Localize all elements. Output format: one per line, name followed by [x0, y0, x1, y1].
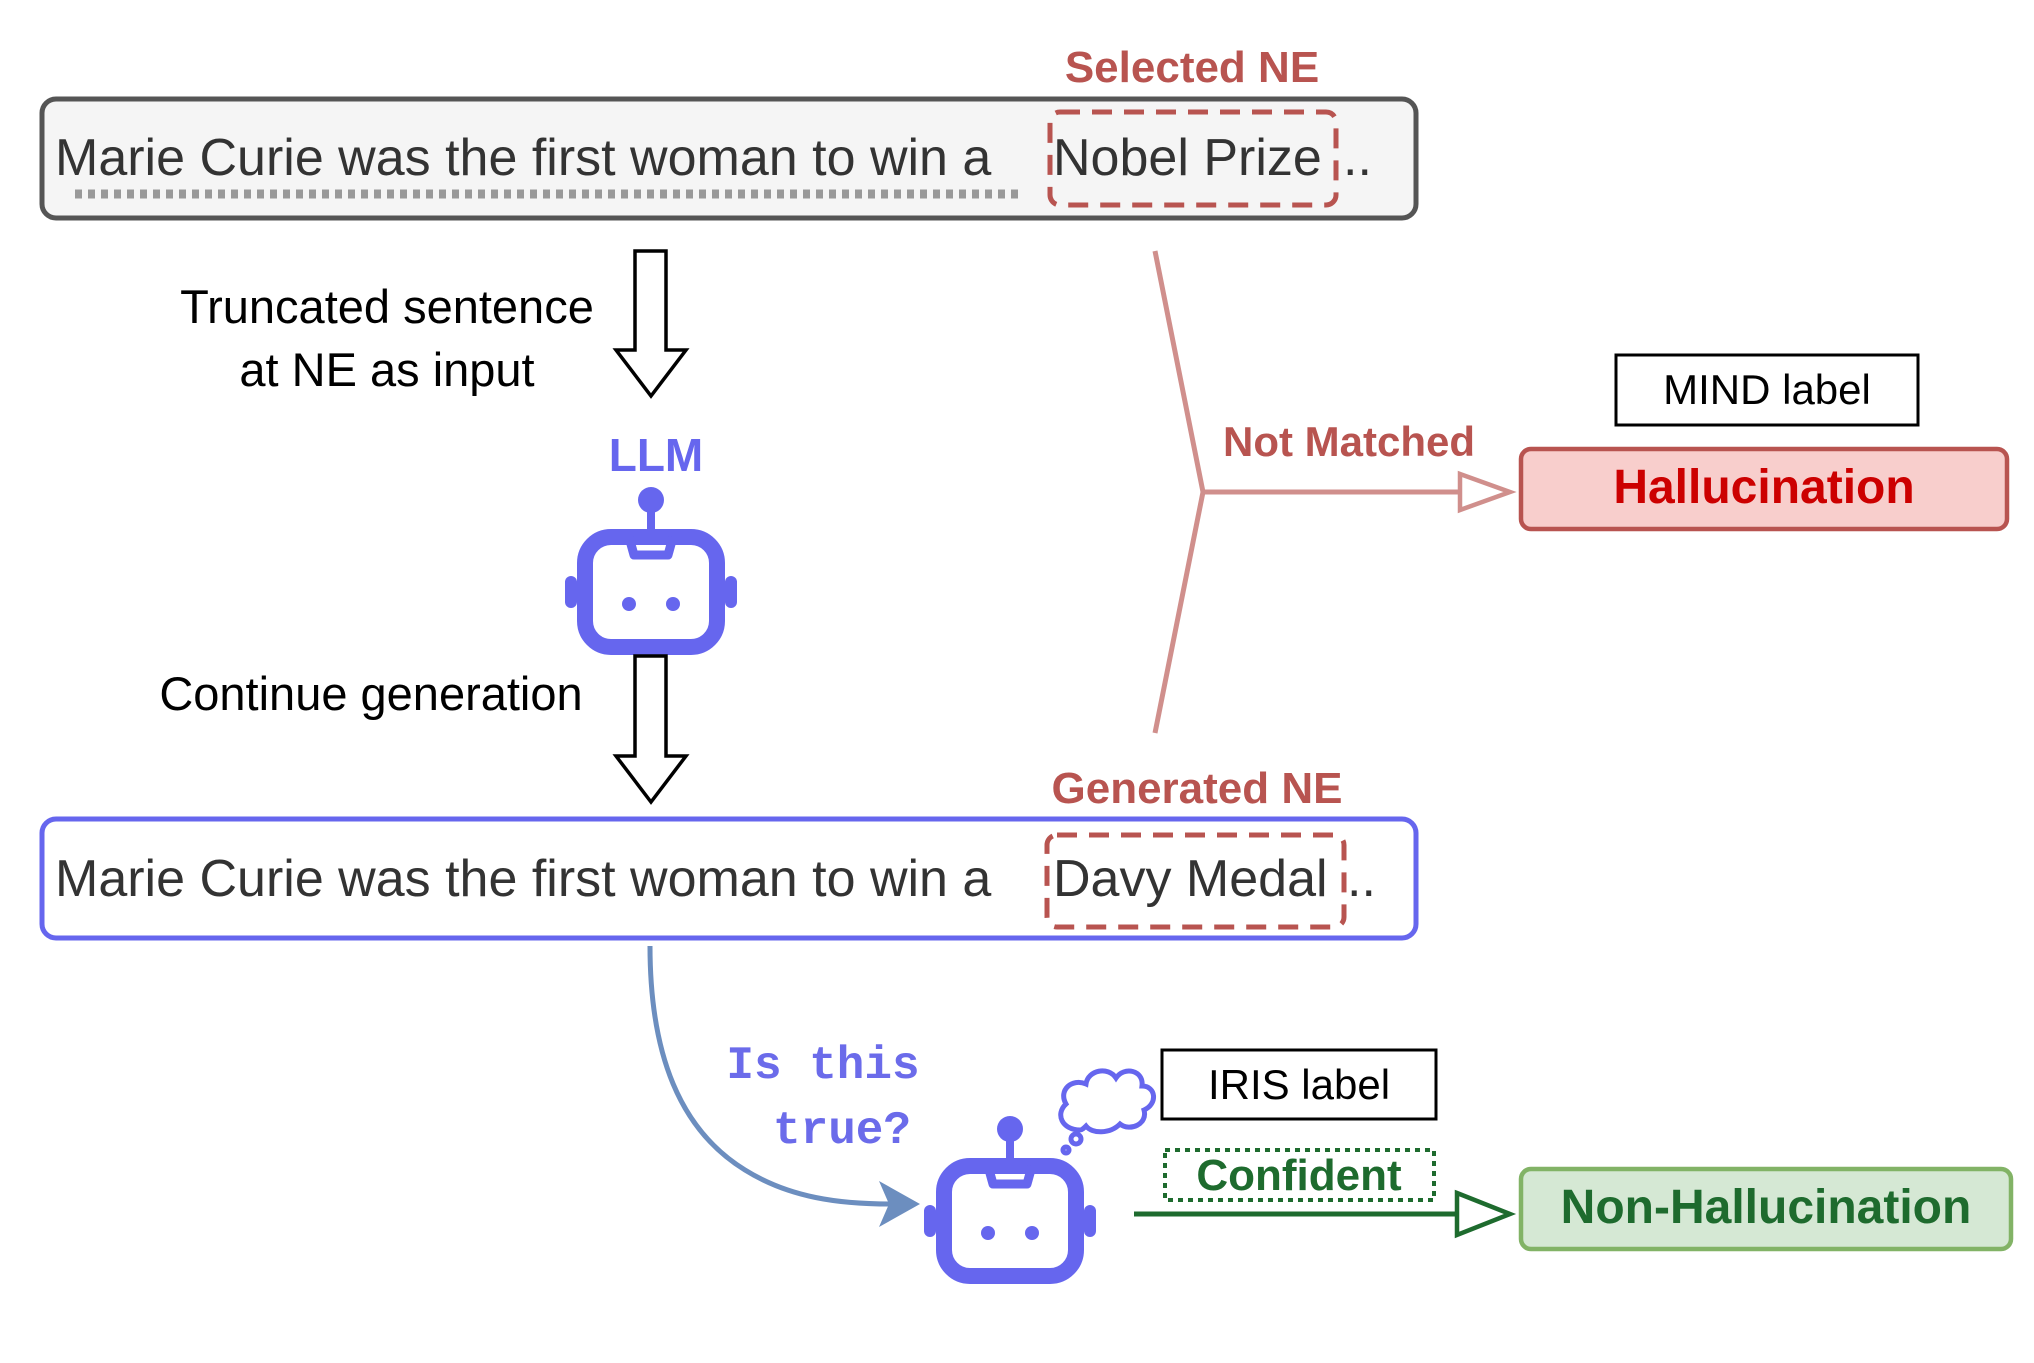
question-line1: Is this	[726, 1040, 919, 1092]
generated-ne-highlight	[1044, 832, 1347, 930]
input-sentence-prefix: Marie Curie was the first woman to win a	[55, 129, 991, 187]
selected-ne-label: Selected NE	[1065, 43, 1319, 92]
hallucination-box	[1518, 446, 2010, 532]
confident-arrowhead	[1454, 1189, 1517, 1239]
confident-label: Confident	[1196, 1151, 1402, 1200]
iris-label: IRIS label	[1208, 1061, 1390, 1108]
generated-sentence-prefix: Marie Curie was the first woman to win a	[55, 850, 991, 908]
comparison-bracket	[1152, 250, 1206, 734]
input-sentence-entity: Nobel Prize	[1053, 129, 1322, 187]
generated-sentence-ellipsis: ..	[1347, 850, 1376, 908]
input-sentence-box	[39, 96, 1419, 221]
generated-sentence-box	[39, 816, 1419, 941]
non-hallucination-box	[1518, 1166, 2014, 1252]
truncate-label-line2: at NE as input	[239, 343, 534, 396]
continue-label: Continue generation	[159, 667, 582, 720]
mind-label-box	[1614, 353, 1920, 427]
continue-arrow	[612, 654, 690, 805]
confident-box	[1163, 1148, 1436, 1202]
not-matched-label: Not Matched	[1223, 418, 1475, 465]
generated-sentence-entity: Davy Medal	[1053, 850, 1328, 908]
mind-label: MIND label	[1663, 366, 1871, 413]
llm-robot-icon	[565, 487, 737, 647]
generated-ne-label: Generated NE	[1052, 764, 1343, 813]
input-sentence-ellipsis: ..	[1343, 129, 1372, 187]
selected-ne-highlight	[1047, 109, 1339, 208]
verification-curve	[647, 945, 891, 1207]
verification-arrowhead	[879, 1181, 920, 1227]
thought-bubble-icon	[1058, 1068, 1156, 1156]
llm-label: LLM	[609, 429, 704, 481]
non-hallucination-label: Non-Hallucination	[1561, 1181, 1972, 1234]
question-line2: true?	[773, 1105, 911, 1157]
iris-label-box	[1160, 1048, 1438, 1121]
truncate-label-line1: Truncated sentence	[180, 280, 594, 333]
truncate-arrow	[612, 249, 690, 399]
hallucination-label: Hallucination	[1613, 461, 1914, 514]
not-matched-arrowhead	[1457, 470, 1517, 514]
